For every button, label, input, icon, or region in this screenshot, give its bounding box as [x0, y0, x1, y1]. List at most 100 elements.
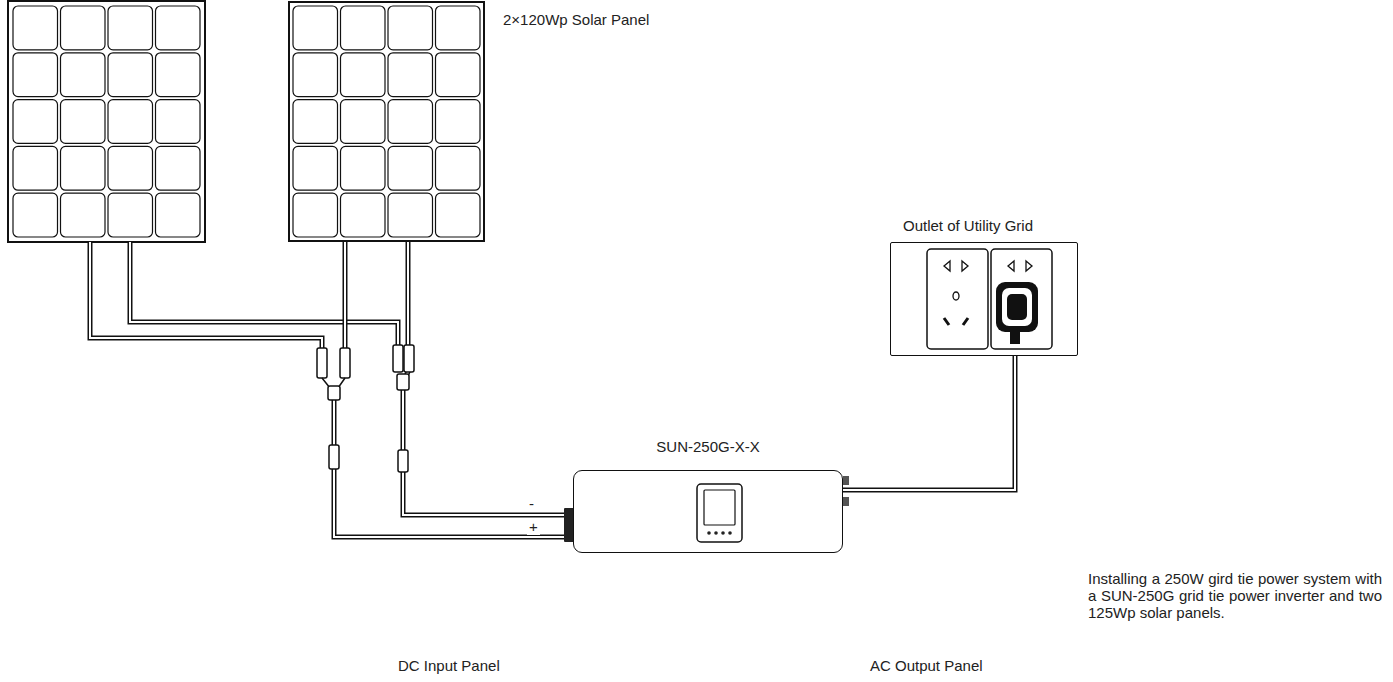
panel-label: DC Input Panel: [398, 657, 500, 674]
solar-cell: [13, 193, 58, 237]
cable-inner: [403, 242, 573, 515]
socket: [927, 249, 988, 349]
solar-cell: [341, 146, 386, 190]
mc4-connector: [329, 445, 339, 469]
solar-panel: 2×120Wp Solar Panel: [288, 1, 485, 242]
solar-cell: [108, 100, 153, 144]
solar-cell: [61, 53, 106, 97]
socket-holes: [944, 318, 968, 325]
mc4-connector: [398, 450, 408, 472]
label-holder: -: [527, 495, 536, 512]
ac-terminal: [843, 497, 849, 506]
mc4-connector: [393, 345, 403, 372]
button: [728, 531, 732, 535]
socket: [991, 249, 1052, 349]
solar-cell: [13, 100, 58, 144]
solar-cell: [293, 100, 338, 144]
socket-hole: [953, 292, 959, 300]
solar-cell: [13, 6, 58, 50]
note: Installing a 250W gird tie power system …: [1088, 570, 1382, 621]
plug-face: [1002, 288, 1032, 326]
dc-cable: [90, 242, 322, 350]
solar-cell: [156, 146, 201, 190]
plug: [996, 282, 1038, 332]
solar-cell: [293, 146, 338, 190]
panel-label: AC Output Panel: [870, 657, 983, 674]
solar-cell: [436, 193, 481, 237]
cable-inner: [843, 356, 1015, 490]
solar-cell: [388, 100, 433, 144]
socket-holes: [944, 261, 968, 271]
cable-outer: [843, 356, 1015, 490]
dc-cable: [345, 242, 346, 350]
solar-cell: [156, 53, 201, 97]
button: [714, 531, 718, 535]
cable-outer: [343, 242, 348, 350]
inverter-box: SUN-250G-X-X: [573, 470, 843, 553]
cable-inner: [90, 242, 322, 350]
button: [707, 531, 711, 535]
cable-outer: [130, 242, 398, 347]
solar-cell: [13, 53, 58, 97]
cable-inner: [344, 242, 346, 350]
solar-cell: [341, 193, 386, 237]
solar-cell: [156, 6, 201, 50]
solar-cell: [61, 193, 106, 237]
solar-cell: [341, 6, 386, 50]
solar-panel: [8, 1, 205, 242]
label-holder: DC Input Panel: [398, 657, 500, 674]
solar-panel-frame: [8, 1, 205, 242]
solar-panel-cells: [293, 6, 480, 237]
socket-holes: [1008, 261, 1032, 271]
display-panel: [697, 484, 742, 542]
solar-cell: [388, 53, 433, 97]
plug-strain-relief: [1010, 332, 1020, 344]
solar-cell: [61, 100, 106, 144]
cable-outer: [90, 242, 322, 350]
ac-cable: [843, 356, 1015, 490]
node-heading: SUN-250G-X-X: [574, 438, 842, 455]
mc4-connector: [340, 348, 350, 378]
solar-cell: [108, 146, 153, 190]
solar-cell: [388, 146, 433, 190]
solar-cell: [13, 146, 58, 190]
solar-cell: [156, 193, 201, 237]
solar-cell: [293, 193, 338, 237]
solar-cell: [108, 53, 153, 97]
solar-cell: [436, 6, 481, 50]
solar-cell: [388, 193, 433, 237]
plug-grip: [1007, 294, 1027, 320]
utility-outlet: Outlet of Utility Grid: [890, 242, 1078, 356]
node-heading: 2×120Wp Solar Panel: [503, 11, 649, 28]
mc4-connector: [404, 345, 414, 372]
solar-cell: [61, 146, 106, 190]
display-screen: [704, 490, 735, 525]
y-connector: [397, 374, 409, 390]
solar-cell: [436, 100, 481, 144]
solar-cell: [341, 100, 386, 144]
polarity-sign: -: [527, 495, 536, 512]
solar-cell: [61, 6, 106, 50]
label-holder: Installing a 250W gird tie power system …: [1088, 570, 1382, 621]
y-connector: [328, 386, 340, 400]
polarity-sign: +: [527, 518, 540, 535]
cable-inner: [130, 242, 398, 347]
solar-cell: [108, 6, 153, 50]
solar-cell: [436, 146, 481, 190]
node-heading: Outlet of Utility Grid: [903, 217, 1033, 234]
solar-cell: [293, 53, 338, 97]
mc4-connector: [317, 348, 327, 378]
dc-cable: [403, 242, 573, 515]
button: [721, 531, 725, 535]
solar-cell: [436, 53, 481, 97]
cable-outer: [403, 242, 573, 515]
solar-cell: [156, 100, 201, 144]
solar-cell: [293, 6, 338, 50]
solar-cell: [108, 193, 153, 237]
dc-cable: [130, 242, 398, 347]
label-holder: +: [527, 518, 540, 535]
solar-cell: [341, 53, 386, 97]
label-holder: AC Output Panel: [870, 657, 983, 674]
solar-cell: [388, 6, 433, 50]
